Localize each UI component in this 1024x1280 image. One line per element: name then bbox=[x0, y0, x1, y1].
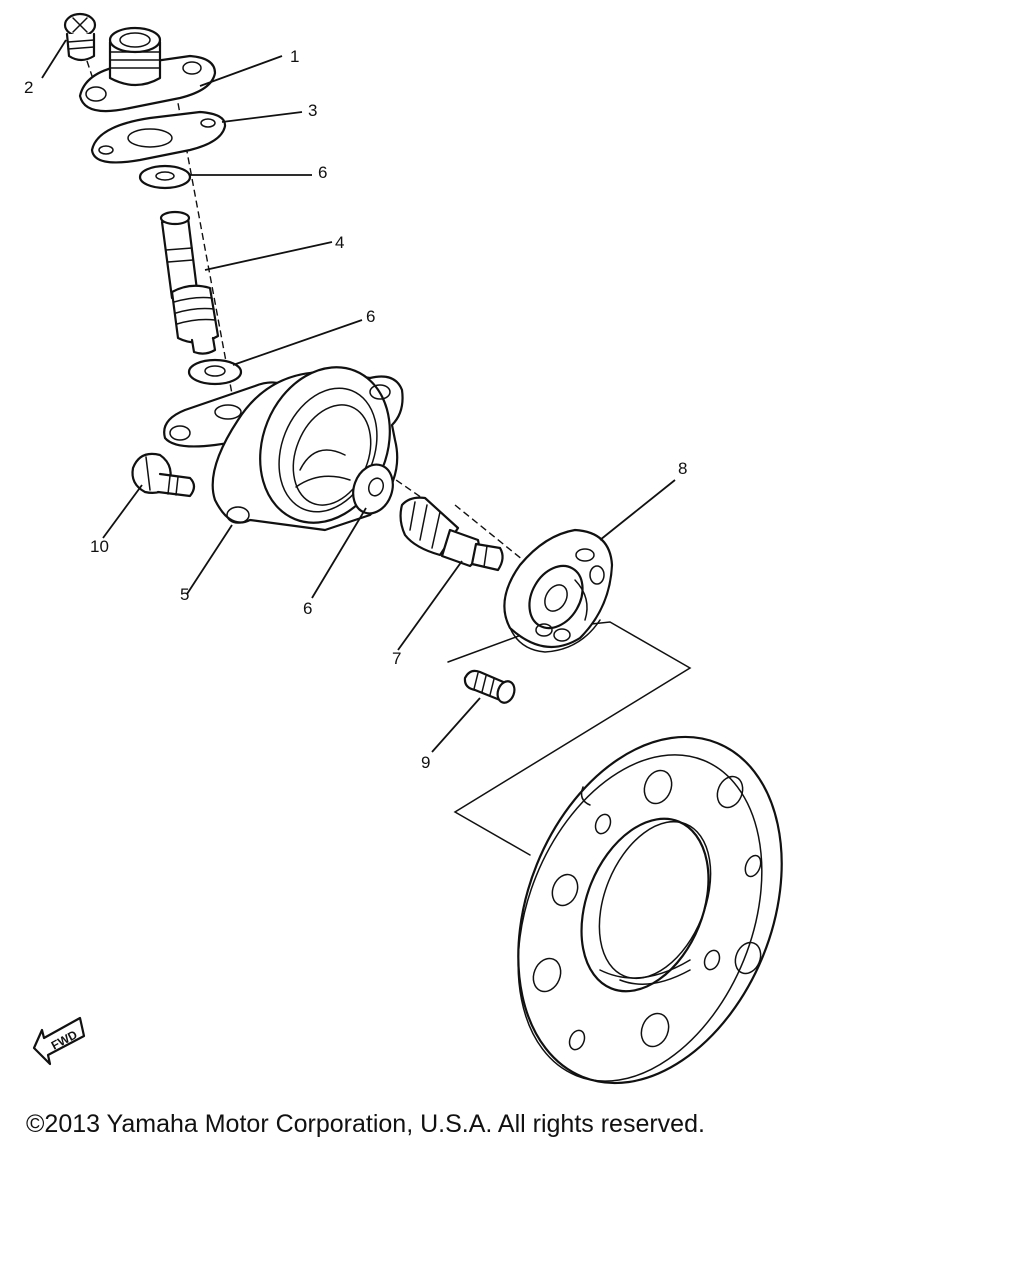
leader-lines bbox=[41, 39, 676, 753]
callout-2: 2 bbox=[24, 78, 33, 97]
part-10-bolt bbox=[131, 452, 196, 498]
part-7-driven-gear bbox=[399, 496, 504, 572]
callout-5: 5 bbox=[180, 585, 189, 604]
callout-7: 7 bbox=[392, 649, 401, 668]
callout-10: 10 bbox=[90, 537, 109, 556]
part-8-drive-plate bbox=[503, 528, 614, 653]
callout-8: 8 bbox=[678, 459, 687, 478]
part-9-screw bbox=[463, 669, 516, 704]
exploded-parts-diagram: 1 2 3 6 4 6 8 10 5 6 7 9 FWD bbox=[24, 12, 783, 1085]
copyright-notice: ©2013 Yamaha Motor Corporation, U.S.A. A… bbox=[26, 1110, 705, 1138]
part-2-screw bbox=[63, 12, 97, 62]
callout-3: 3 bbox=[308, 101, 317, 120]
part-6-washer-lower bbox=[352, 463, 394, 515]
fwd-arrow-icon: FWD bbox=[32, 1016, 86, 1066]
callout-9: 9 bbox=[421, 753, 430, 772]
part-6-washer-upper bbox=[138, 164, 192, 190]
part-4-drive-gear-shaft bbox=[159, 210, 220, 355]
callout-1: 1 bbox=[290, 47, 299, 66]
wheel-hub-disc bbox=[517, 735, 783, 1085]
callout-6: 6 bbox=[303, 599, 312, 618]
callout-4: 4 bbox=[335, 233, 344, 252]
callouts: 1 2 3 6 4 6 8 10 5 6 7 9 bbox=[24, 47, 687, 772]
callout-6: 6 bbox=[366, 307, 375, 326]
part-3-gasket bbox=[90, 110, 227, 164]
part-1-drive-flange bbox=[78, 26, 217, 113]
part-6-washer-middle bbox=[187, 358, 243, 386]
callout-6: 6 bbox=[318, 163, 327, 182]
